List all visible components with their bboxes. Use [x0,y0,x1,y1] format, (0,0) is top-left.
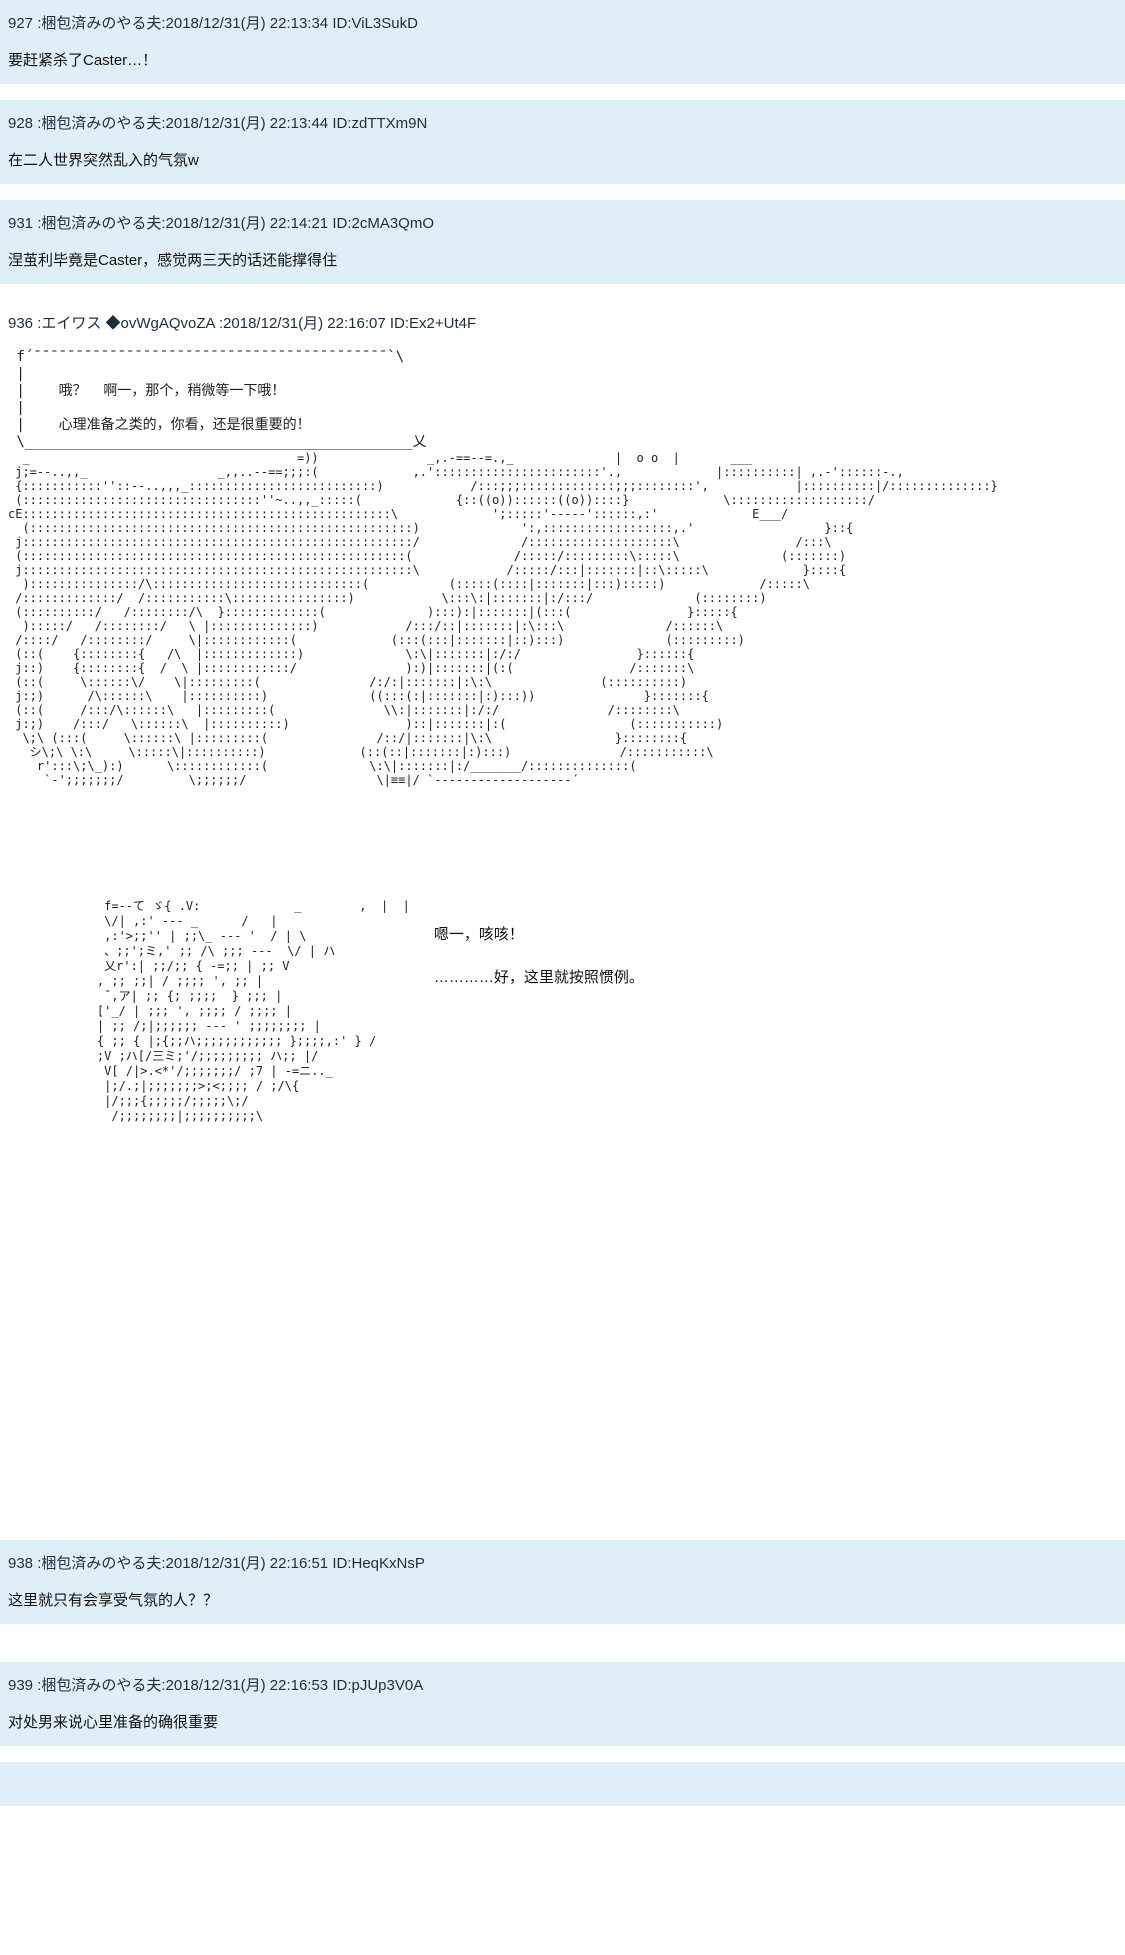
post-header: 931 :梱包済みのやる夫:2018/12/31(月) 22:14:21 ID:… [8,215,434,232]
post-header: 938 :梱包済みのやる夫:2018/12/31(月) 22:16:51 ID:… [8,1555,425,1572]
dialogue-text: 嗯一，咳咳！ …………好，这里就按照惯例。 [434,923,644,1009]
post-939: 939 :梱包済みのやる夫:2018/12/31(月) 22:16:53 ID:… [0,1662,1125,1746]
post-header: 939 :梱包済みのやる夫:2018/12/31(月) 22:16:53 ID:… [8,1677,424,1694]
post-header: 927 :梱包済みのやる夫:2018/12/31(月) 22:13:34 ID:… [8,15,418,32]
post-938: 938 :梱包済みのやる夫:2018/12/31(月) 22:16:51 ID:… [0,1540,1125,1624]
character-ascii-art: f=--て ゞ{ .V: _ , | | \/| ,:' --- _ / | ,… [96,899,410,1123]
post-936: 936 :エイワス ◆ovWgAQvoZA :2018/12/31(月) 22:… [0,300,1125,1540]
dialogue-line: …………好，这里就按照惯例。 [433,969,644,986]
post-928: 928 :梱包済みのやる夫:2018/12/31(月) 22:13:44 ID:… [0,100,1125,184]
post-body: 这里就只有会享受气氛的人？？ [8,1592,219,1609]
dialogue-line: 嗯一，咳咳！ [433,926,524,943]
speech-bubble-ascii-art: f´¯¯¯¯¯¯¯¯¯¯¯¯¯¯¯¯¯¯¯¯¯¯¯¯¯¯¯¯¯¯¯¯¯¯¯¯¯¯… [16,349,427,450]
post-931: 931 :梱包済みのやる夫:2018/12/31(月) 22:14:21 ID:… [0,200,1125,284]
post-927: 927 :梱包済みのやる夫:2018/12/31(月) 22:13:34 ID:… [0,0,1125,84]
thread-page: 927 :梱包済みのやる夫:2018/12/31(月) 22:13:34 ID:… [0,0,1125,1806]
second-scene: f=--て ゞ{ .V: _ , | | \/| ,:' --- _ / | ,… [68,899,1117,1124]
post-header: 928 :梱包済みのやる夫:2018/12/31(月) 22:13:44 ID:… [8,115,428,132]
main-ascii-art: _ =)) _,.-==--=.,_ | o o | ___ j;=--..,,… [8,451,998,787]
post-body: 要赶紧杀了Caster…！ [8,52,158,69]
post-body: 在二人世界突然乱入的气氛w [8,152,199,169]
post-body: 对处男来说心里准备的确很重要 [8,1714,219,1731]
post-header: 936 :エイワス ◆ovWgAQvoZA :2018/12/31(月) 22:… [8,315,477,332]
next-post-partial [0,1762,1125,1806]
post-body: 涅茧利毕竟是Caster，感觉两三天的话还能撑得住 [8,252,338,269]
